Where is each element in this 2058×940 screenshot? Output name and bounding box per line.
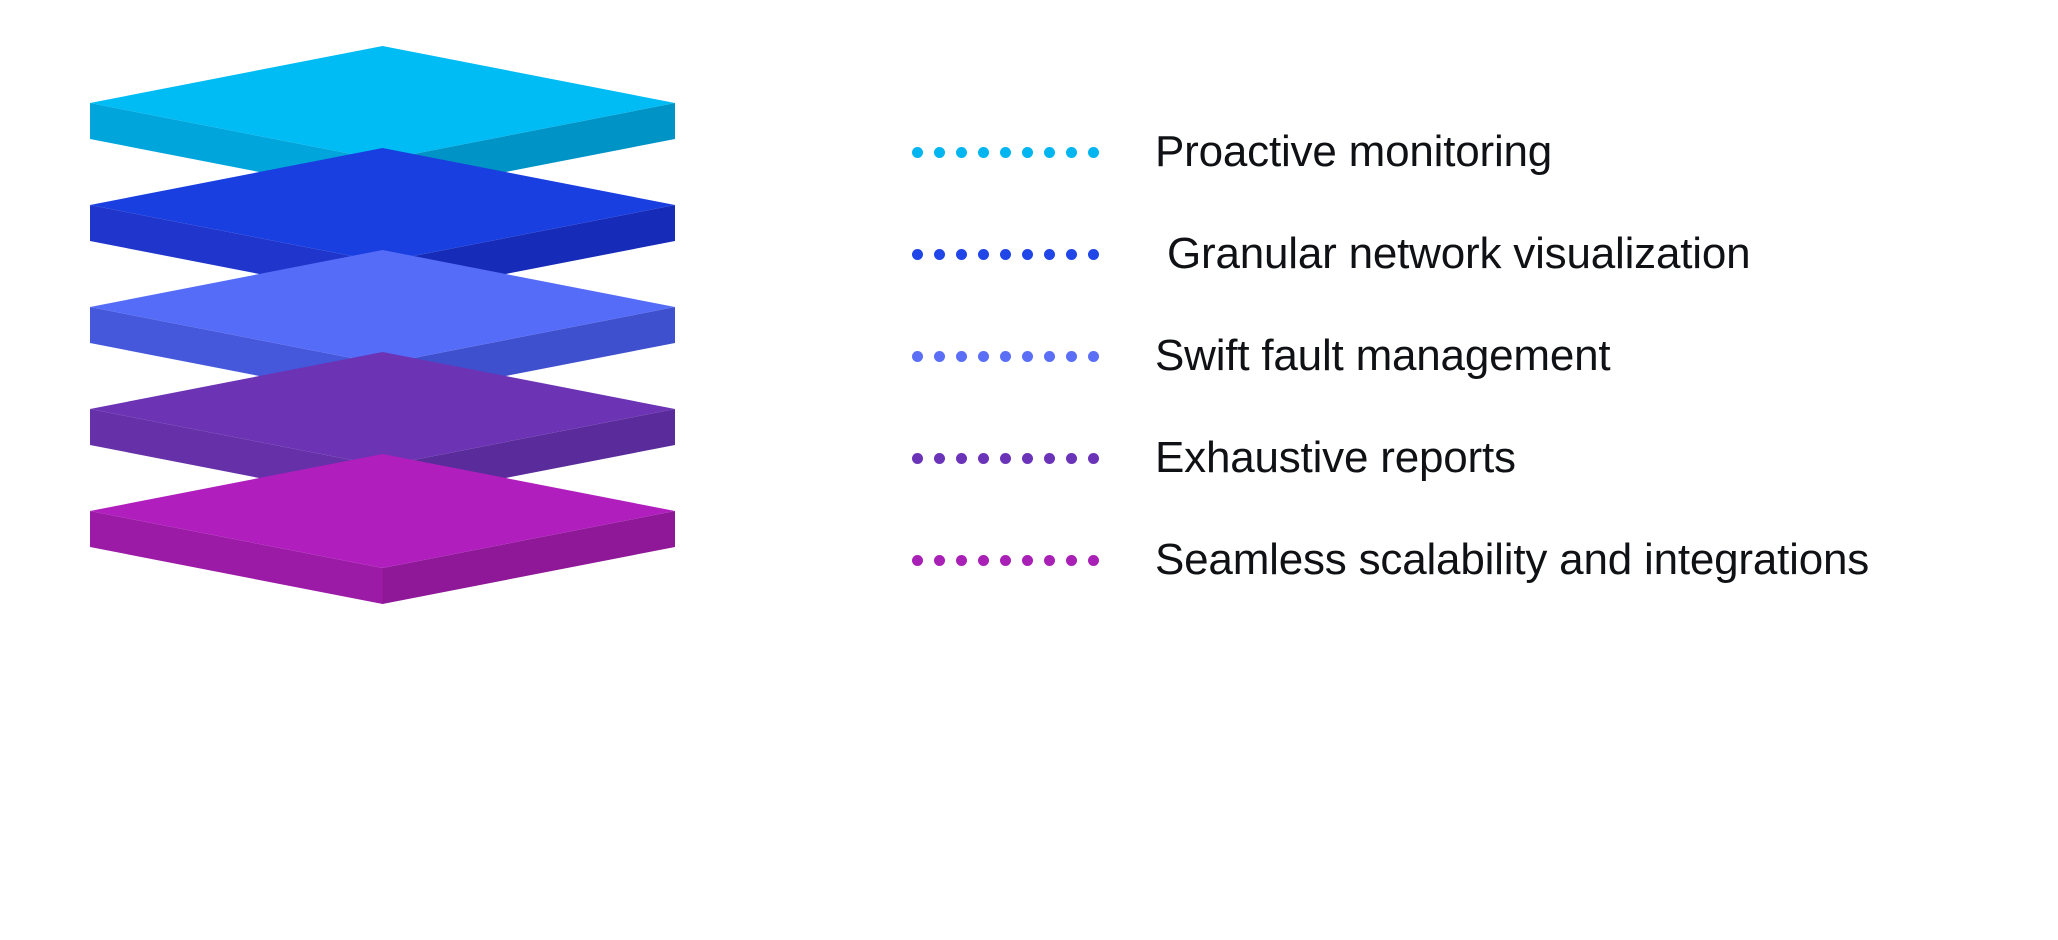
leader-dot-icon bbox=[1000, 452, 1011, 464]
leader-dot-icon bbox=[912, 452, 923, 464]
leader-dot-icon bbox=[1088, 146, 1099, 158]
layer-4-top-face bbox=[90, 352, 675, 466]
leader-dot-icon bbox=[1044, 452, 1055, 464]
layer-5-right-face bbox=[382, 511, 675, 604]
leader-dot-icon bbox=[934, 350, 945, 362]
layer-5-top-face bbox=[90, 454, 675, 568]
leader-dot-icon bbox=[978, 350, 989, 362]
callout-row-3[interactable]: Swift fault management bbox=[912, 326, 1611, 386]
layer-5-left-face bbox=[90, 511, 383, 604]
layer-5-seamless-scalability-layer bbox=[90, 454, 675, 604]
leader-dot-icon bbox=[934, 248, 945, 260]
dotted-leader-5 bbox=[912, 554, 1099, 566]
leader-dot-icon bbox=[934, 554, 945, 566]
leader-dot-icon bbox=[1066, 350, 1077, 362]
callout-row-1[interactable]: Proactive monitoring bbox=[912, 122, 1552, 182]
leader-dot-icon bbox=[912, 350, 923, 362]
leader-dot-icon bbox=[978, 248, 989, 260]
callout-row-2[interactable]: Granular network visualization bbox=[912, 224, 1751, 284]
leader-dot-icon bbox=[1022, 146, 1033, 158]
dotted-leader-1 bbox=[912, 146, 1099, 158]
leader-dot-icon bbox=[1000, 146, 1011, 158]
leader-dot-icon bbox=[1000, 350, 1011, 362]
leader-dot-icon bbox=[956, 146, 967, 158]
leader-dot-icon bbox=[912, 554, 923, 566]
stack-svg bbox=[90, 46, 675, 604]
layer-3-top-face bbox=[90, 250, 675, 364]
leader-dot-icon bbox=[1044, 248, 1055, 260]
leader-dot-icon bbox=[956, 248, 967, 260]
leader-dot-icon bbox=[1044, 146, 1055, 158]
leader-dot-icon bbox=[934, 146, 945, 158]
dotted-leader-2 bbox=[912, 248, 1099, 260]
leader-dot-icon bbox=[1066, 146, 1077, 158]
leader-dot-icon bbox=[1088, 248, 1099, 260]
dotted-leader-4 bbox=[912, 452, 1099, 464]
callout-row-4[interactable]: Exhaustive reports bbox=[912, 428, 1516, 488]
leader-dot-icon bbox=[1066, 554, 1077, 566]
leader-dot-icon bbox=[978, 554, 989, 566]
leader-dot-icon bbox=[1022, 554, 1033, 566]
leader-dot-icon bbox=[912, 146, 923, 158]
layer-2-top-face bbox=[90, 148, 675, 262]
callout-label-1: Proactive monitoring bbox=[1155, 127, 1553, 176]
leader-dot-icon bbox=[956, 350, 967, 362]
layer-1-top-face bbox=[90, 46, 675, 160]
leader-dot-icon bbox=[1000, 554, 1011, 566]
leader-dot-icon bbox=[978, 146, 989, 158]
leader-dot-icon bbox=[956, 554, 967, 566]
leader-dot-icon bbox=[1066, 452, 1077, 464]
leader-dot-icon bbox=[1022, 452, 1033, 464]
leader-dot-icon bbox=[1000, 248, 1011, 260]
leader-dot-icon bbox=[1088, 554, 1099, 566]
leader-dot-icon bbox=[1044, 554, 1055, 566]
leader-dot-icon bbox=[1088, 452, 1099, 464]
leader-dot-icon bbox=[978, 452, 989, 464]
callout-row-5[interactable]: Seamless scalability and integrations bbox=[912, 530, 1869, 590]
leader-dot-icon bbox=[1044, 350, 1055, 362]
callout-label-4: Exhaustive reports bbox=[1155, 433, 1516, 482]
callout-label-3: Swift fault management bbox=[1155, 331, 1611, 380]
dotted-leader-3 bbox=[912, 350, 1099, 362]
leader-dot-icon bbox=[956, 452, 967, 464]
leader-dot-icon bbox=[934, 452, 945, 464]
leader-dot-icon bbox=[912, 248, 923, 260]
leader-dot-icon bbox=[1088, 350, 1099, 362]
leader-dot-icon bbox=[1066, 248, 1077, 260]
leader-dot-icon bbox=[1022, 248, 1033, 260]
isometric-layer-stack bbox=[0, 0, 940, 940]
callout-label-5: Seamless scalability and integrations bbox=[1155, 535, 1870, 584]
leader-dot-icon bbox=[1022, 350, 1033, 362]
callout-label-2: Granular network visualization bbox=[1167, 229, 1751, 278]
